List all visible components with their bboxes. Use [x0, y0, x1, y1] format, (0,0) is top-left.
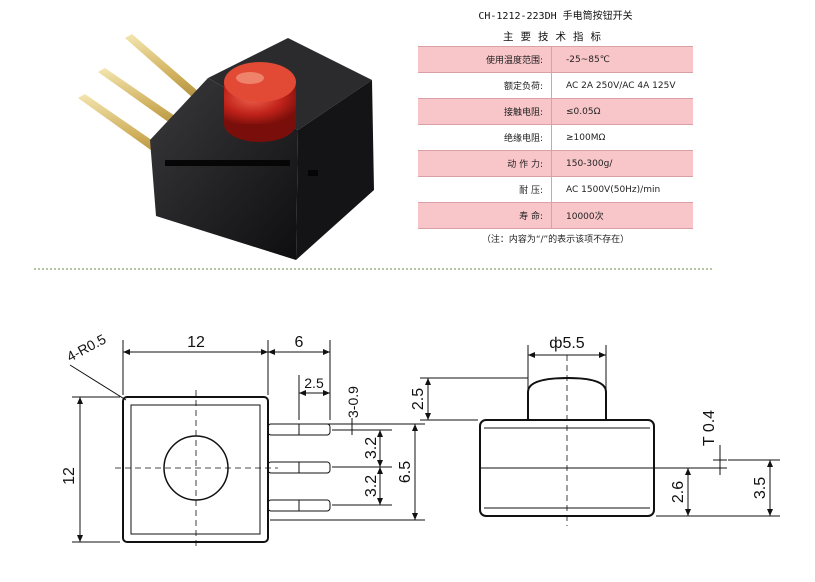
dim-pin-width: 3-0.9 [345, 386, 361, 418]
spec-row: 使用温度范围:-25~85℃ [418, 46, 693, 73]
dim-pin-total: 3.5 [752, 477, 769, 499]
spec-row: 寿 命:10000次 [418, 202, 693, 228]
dim-height: 12 [61, 467, 78, 485]
spec-key: 动 作 力: [418, 150, 552, 177]
spec-key: 耐 压: [418, 176, 552, 203]
dim-cap-diameter: ф5.5 [549, 335, 585, 352]
spec-value: ≥100MΩ [551, 124, 693, 151]
dim-pin-offset: 2.6 [670, 481, 687, 503]
side-view-cap [527, 376, 607, 420]
spec-value: ≤0.05Ω [551, 98, 693, 125]
spec-key: 寿 命: [418, 202, 552, 228]
spec-key: 使用温度范围: [418, 46, 552, 73]
dim-width: 12 [187, 334, 205, 351]
spec-rows: 使用温度范围:-25~85℃ 额定负荷:AC 2A 250V/AC 4A 125… [418, 46, 693, 228]
section-divider [34, 268, 712, 270]
spec-row: 绝缘电阻:≥100MΩ [418, 124, 693, 151]
dim-pin-depth: 2.5 [304, 375, 324, 391]
spec-value: -25~85℃ [551, 46, 693, 73]
spec-key: 接触电阻: [418, 98, 552, 125]
spec-row: 额定负荷:AC 2A 250V/AC 4A 125V [418, 72, 693, 99]
spec-row: 动 作 力:150-300g/ [418, 150, 693, 177]
spec-row: 耐 压:AC 1500V(50Hz)/min [418, 176, 693, 203]
dim-body-height: 6.5 [397, 461, 414, 483]
spec-value: AC 2A 250V/AC 4A 125V [551, 72, 693, 99]
spec-note: （注：内容为“/”的表示该项不存在） [418, 228, 693, 251]
dim-pin-length: 6 [295, 334, 304, 351]
spec-value: 10000次 [551, 202, 693, 228]
spec-title: CH-1212-223DH 手电筒按钮开关 [478, 11, 633, 22]
dim-pitch-lower: 3.2 [363, 475, 380, 497]
dim-pitch-upper: 3.2 [363, 437, 380, 459]
product-photo [78, 34, 374, 260]
spec-value: AC 1500V(50Hz)/min [551, 176, 693, 203]
dim-radius: 4-R0.5 [64, 331, 109, 365]
spec-value: 150-300g/ [551, 150, 693, 177]
spec-table: CH-1212-223DH 手电筒按钮开关 主要技术指标 使用温度范围:-25~… [418, 0, 693, 251]
dim-thickness: T 0.4 [701, 410, 718, 446]
spec-key: 绝缘电阻: [418, 124, 552, 151]
spec-key: 额定负荷: [418, 72, 552, 99]
technical-drawing: 12 6 4-R0.5 2.5 3-0.9 12 3.2 3.2 6.5 ф5.… [61, 331, 780, 550]
spec-row: 接触电阻:≤0.05Ω [418, 98, 693, 125]
dim-cap-height: 2.5 [410, 388, 427, 410]
top-view-body [122, 396, 269, 543]
spec-subtitle: 主要技术指标 [503, 31, 608, 43]
